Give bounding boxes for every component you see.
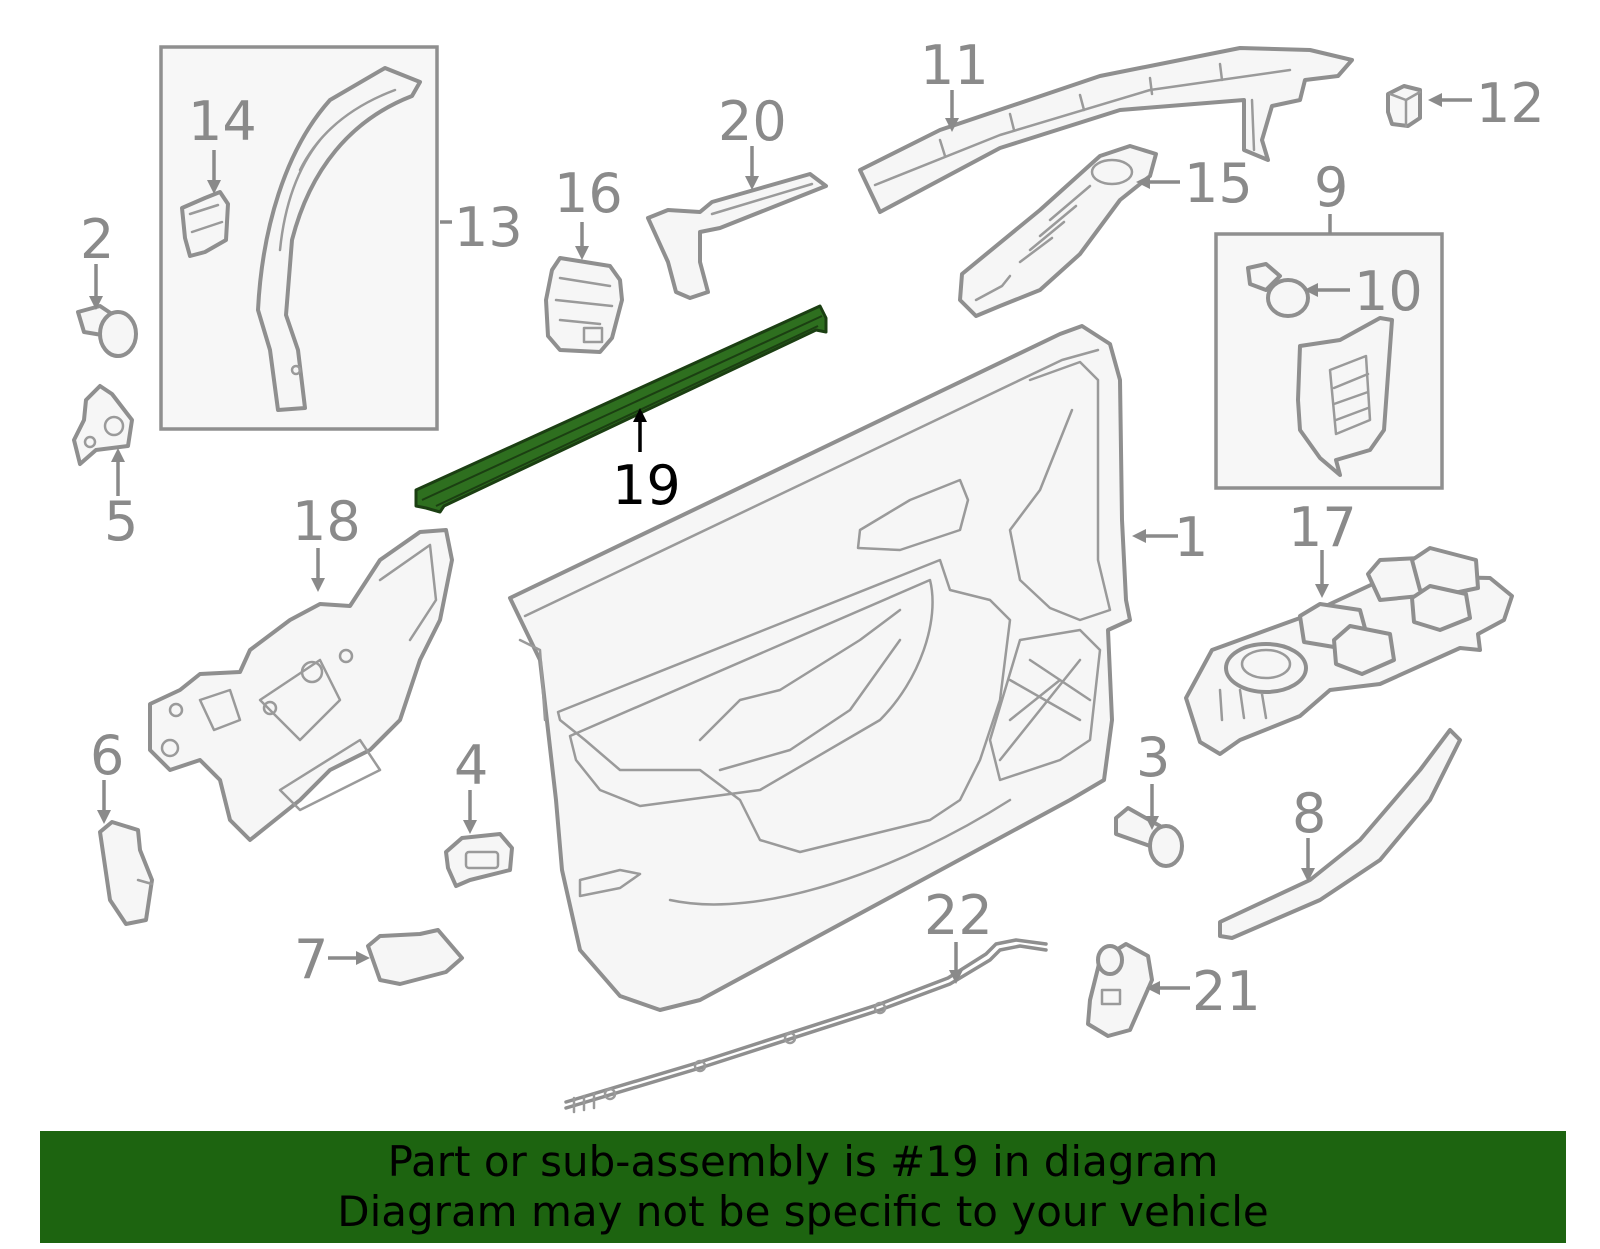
banner-line-2: Diagram may not be specific to your vehi… [337, 1187, 1269, 1236]
callout-7: 7 [294, 928, 328, 991]
part-21-sensor [1086, 942, 1154, 1038]
part-2-push-pin [76, 304, 138, 358]
callout-15: 15 [1184, 152, 1253, 215]
callout-9: 9 [1314, 156, 1348, 219]
callout-3: 3 [1136, 726, 1170, 789]
part-19-belt-moulding [414, 304, 828, 514]
callout-14: 14 [188, 90, 257, 153]
part-14-clip [180, 190, 230, 258]
callout-10: 10 [1354, 260, 1423, 323]
callout-1: 1 [1174, 506, 1208, 569]
callout-5: 5 [104, 490, 138, 553]
part-13-pillar-trim [256, 66, 422, 412]
part-7-cover [366, 928, 464, 986]
callout-11: 11 [920, 34, 989, 97]
banner-line-1: Part or sub-assembly is #19 in diagram [387, 1137, 1219, 1186]
part-6-cap [98, 820, 154, 926]
callout-12: 12 [1476, 72, 1545, 135]
part-16-switch [544, 256, 624, 354]
callout-16: 16 [554, 162, 623, 225]
callout-21: 21 [1192, 960, 1261, 1023]
part-22-cable [564, 938, 1048, 1114]
leader-lines [89, 90, 1472, 995]
callout-17: 17 [1288, 496, 1357, 559]
part-3-bolt [1114, 806, 1184, 868]
info-banner: Part or sub-assembly is #19 in diagram D… [40, 1131, 1566, 1243]
part-9-air-vent [1296, 316, 1394, 477]
callout-4: 4 [454, 734, 488, 797]
callout-6: 6 [90, 724, 124, 787]
part-1-door-trim-panel [508, 324, 1132, 1012]
part-5-retainer [72, 384, 134, 466]
part-20-bracket [646, 172, 828, 300]
part-4-bezel [444, 832, 514, 888]
part-15-handle-trim [958, 144, 1158, 318]
part-17-window-switch [1184, 546, 1514, 756]
callout-18: 18 [292, 490, 361, 553]
part-10-clip [1246, 262, 1310, 318]
part-8-weatherstrip [1218, 728, 1462, 940]
callout-8: 8 [1292, 782, 1326, 845]
part-18-door-module [148, 528, 454, 842]
callout-2: 2 [80, 208, 114, 271]
part-11-upper-trim [858, 46, 1354, 214]
callout-20: 20 [718, 90, 787, 153]
callout-22: 22 [924, 884, 993, 947]
callout-13: 13 [454, 196, 523, 259]
callout-19: 19 [612, 454, 681, 517]
part-12-clip [1386, 84, 1422, 128]
